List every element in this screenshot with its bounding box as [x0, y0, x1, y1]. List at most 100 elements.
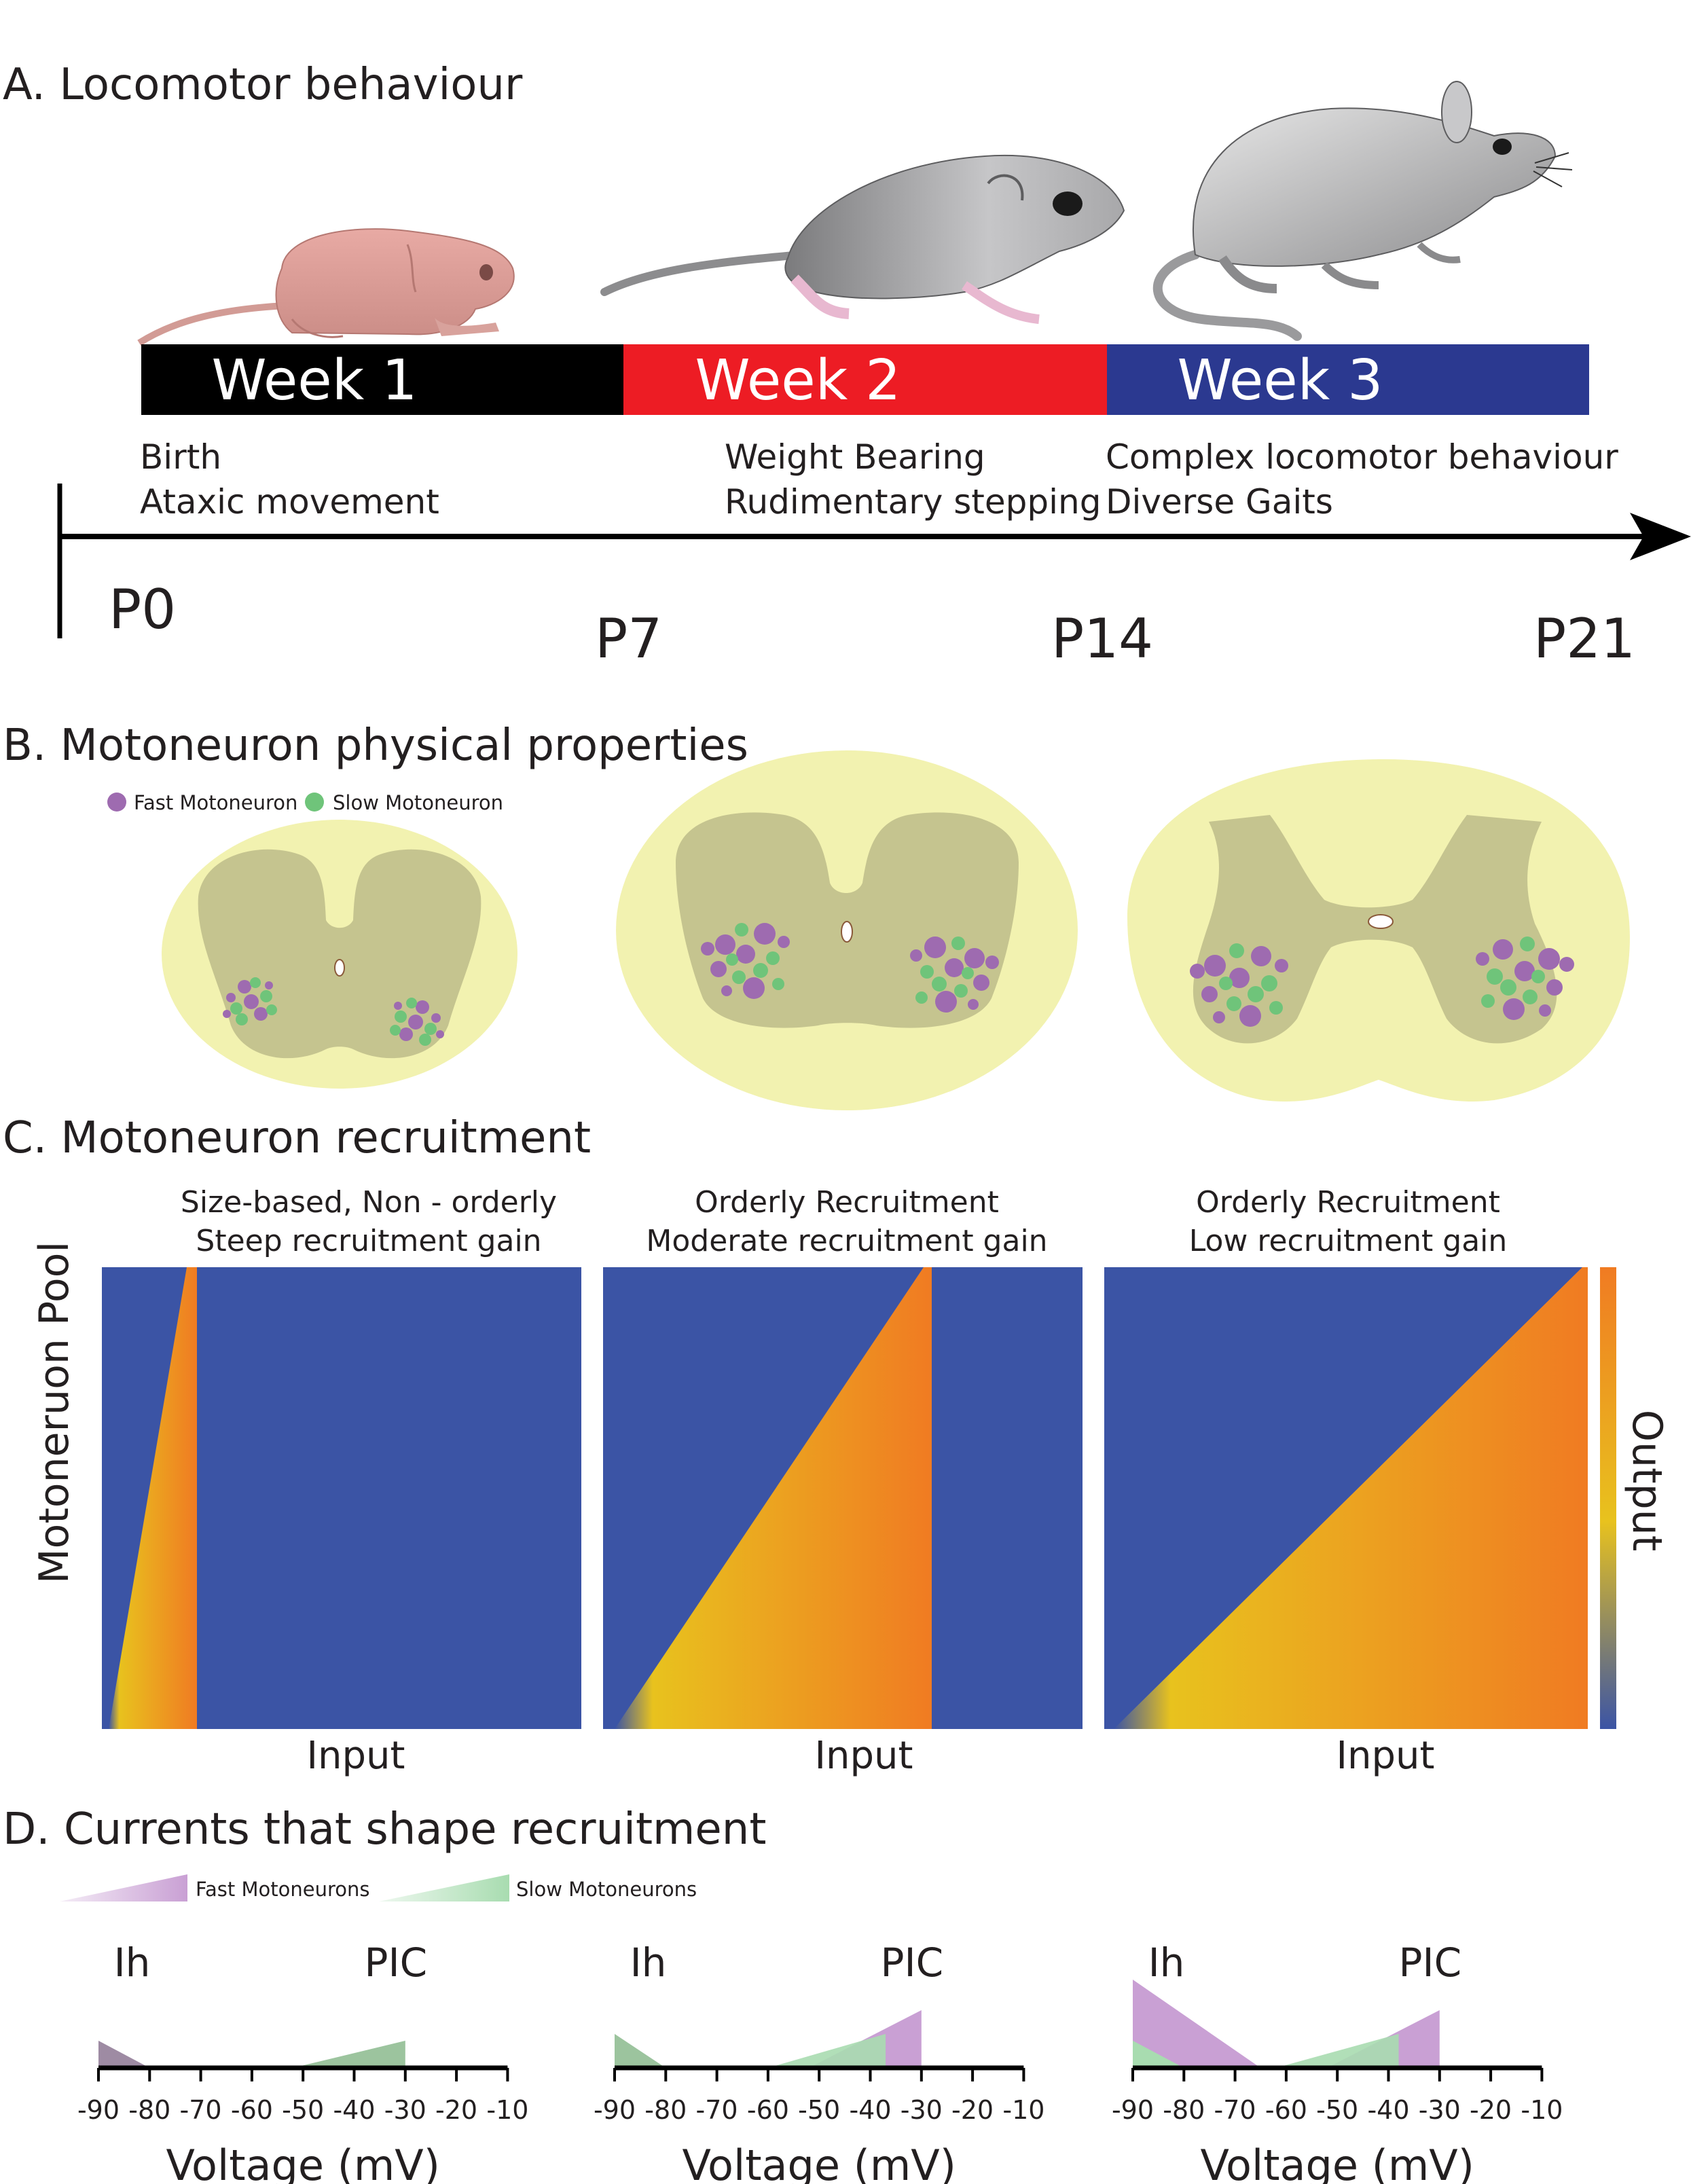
voltage-tick-label: -20 [435, 2095, 477, 2125]
fast-motoneuron-dot [408, 1015, 423, 1030]
slow-motoneuron-dot [1520, 936, 1535, 951]
fast-motoneuron-dot [743, 977, 765, 999]
fast-motoneuron-dot [416, 1000, 429, 1014]
panel-c-title: C. Motoneuron recruitment [3, 1113, 591, 1163]
fast-motoneuron-dot [945, 958, 964, 977]
slow-motoneurons-legend-label: Slow Motoneurons [516, 1878, 697, 1901]
fast-motoneuron-dot [1538, 948, 1560, 970]
voltage-tick-label: -40 [1367, 2095, 1409, 2125]
milestone-1-line2: Ataxic movement [140, 482, 439, 522]
output-colorbar-label: Output [1623, 1410, 1671, 1551]
fast-motoneuron-dot [1514, 961, 1535, 981]
fast-motoneuron-dot [265, 981, 273, 989]
slow-motoneuron-dot [772, 978, 784, 990]
fast-motoneurons-legend-swatch [60, 1874, 187, 1901]
voltage-tick-label: -60 [1265, 2095, 1307, 2125]
fast-motoneuron-legend-label: Fast Motoneuron [134, 791, 297, 814]
fast-motoneuron-dot [1503, 998, 1525, 1020]
fast-motoneuron-dot [778, 936, 790, 948]
voltage-tick-label: -50 [282, 2095, 324, 2125]
slow-motoneuron-dot [424, 1023, 437, 1035]
slow-motoneurons-legend-swatch [379, 1874, 509, 1901]
recruitment-heatmap-1 [102, 1267, 581, 1729]
milestone-1-line1: Birth [140, 437, 221, 477]
pic-label: PIC [1399, 1940, 1462, 1986]
heatmap-1-x-label: Input [306, 1734, 405, 1778]
fast-motoneuron-dot [1546, 979, 1563, 996]
adult-mouse-illustration [1153, 81, 1573, 341]
slow-motoneuron-dot [920, 965, 934, 979]
voltage-tick-label: -40 [333, 2095, 375, 2125]
fast-motoneuron-dot [1275, 959, 1288, 972]
milestone-2-line1: Weight Bearing [725, 437, 985, 477]
week-3-label: Week 3 [1178, 348, 1383, 413]
slow-motoneuron-dot [1261, 975, 1277, 991]
heatmap-3-x-label: Input [1336, 1734, 1434, 1778]
heatmap-3-caption-line2: Low recruitment gain [1189, 1224, 1508, 1258]
voltage-axis-label: Voltage (mV) [166, 2141, 439, 2184]
fast-motoneuron-dot [1539, 1004, 1551, 1017]
slow-motoneuron-dot [962, 967, 974, 979]
timeline-arrowhead [1630, 513, 1691, 560]
slow-motoneuron-dot [236, 1013, 248, 1025]
slow-motoneuron-dot [250, 977, 261, 988]
milestone-3-line2: Diverse Gaits [1106, 482, 1333, 522]
fast-motoneuron-dot [964, 948, 985, 968]
timeline-label-p21: P21 [1533, 607, 1635, 670]
heatmap-2-caption-line1: Orderly Recruitment [695, 1185, 999, 1220]
voltage-tick-label: -30 [1419, 2095, 1461, 2125]
slow-motoneuron-dot [1248, 986, 1264, 1002]
voltage-tick-label: -40 [849, 2095, 891, 2125]
slow-motoneuron-dot [753, 963, 768, 978]
fast-motoneuron-dot [924, 936, 946, 958]
spinal-cord-p21 [1127, 759, 1630, 1102]
voltage-axis-label: Voltage (mV) [682, 2141, 956, 2184]
pic-current-slow-area [1275, 2034, 1399, 2068]
slow-motoneuron-dot [390, 1025, 401, 1036]
slow-motoneuron-dot [915, 991, 928, 1004]
ih-current-area [615, 2034, 666, 2068]
voltage-tick-label: -90 [594, 2095, 636, 2125]
voltage-tick-label: -50 [1316, 2095, 1358, 2125]
fast-motoneuron-dot [701, 942, 714, 956]
voltage-tick-label: -70 [1214, 2095, 1256, 2125]
voltage-tick-label: -90 [77, 2095, 120, 2125]
slow-motoneuron-dot [726, 953, 738, 966]
fast-motoneuron-dot [1476, 952, 1489, 966]
week-1-bar [141, 344, 623, 415]
voltage-tick-label: -80 [128, 2095, 170, 2125]
slow-motoneuron-dot [951, 936, 965, 950]
slow-motoneuron-legend-dot [305, 793, 324, 812]
slow-motoneuron-dot [260, 990, 272, 1002]
voltage-tick-label: -30 [901, 2095, 943, 2125]
fast-motoneuron-dot [1559, 957, 1574, 972]
milestone-2-line2: Rudimentary stepping [725, 482, 1101, 522]
slow-motoneuron-dot [932, 977, 947, 991]
slow-motoneuron-dot [1226, 996, 1241, 1011]
fast-motoneuron-dot [399, 1027, 413, 1041]
voltage-tick-label: -60 [747, 2095, 789, 2125]
juvenile-mouse-illustration [600, 155, 1125, 324]
fast-motoneuron-dot [431, 1013, 441, 1023]
slow-motoneuron-dot [732, 970, 746, 984]
slow-motoneuron-dot [766, 951, 780, 965]
fast-motoneuron-dot [1204, 955, 1226, 977]
fast-motoneuron-dot [1251, 946, 1271, 966]
fast-motoneuron-dot [436, 1030, 444, 1038]
ih-current-area [98, 2041, 150, 2068]
fast-motoneuron-dot [1239, 1005, 1261, 1027]
slow-motoneuron-dot [735, 923, 748, 936]
fast-motoneuron-dot [910, 949, 922, 962]
voltage-tick-label: -80 [644, 2095, 687, 2125]
motoneuron-pool-axis-label: Motoneruon Pool [31, 1241, 78, 1584]
pic-label: PIC [881, 1940, 944, 1986]
milestone-3-line1: Complex locomotor behaviour [1106, 437, 1618, 477]
ih-label: Ih [1148, 1940, 1185, 1986]
slow-motoneuron-legend-label: Slow Motoneuron [333, 791, 503, 814]
pic-current-slow-area [767, 2034, 886, 2068]
week-2-label: Week 2 [695, 348, 901, 413]
output-colorbar [1600, 1267, 1616, 1729]
voltage-tick-label: -70 [696, 2095, 738, 2125]
